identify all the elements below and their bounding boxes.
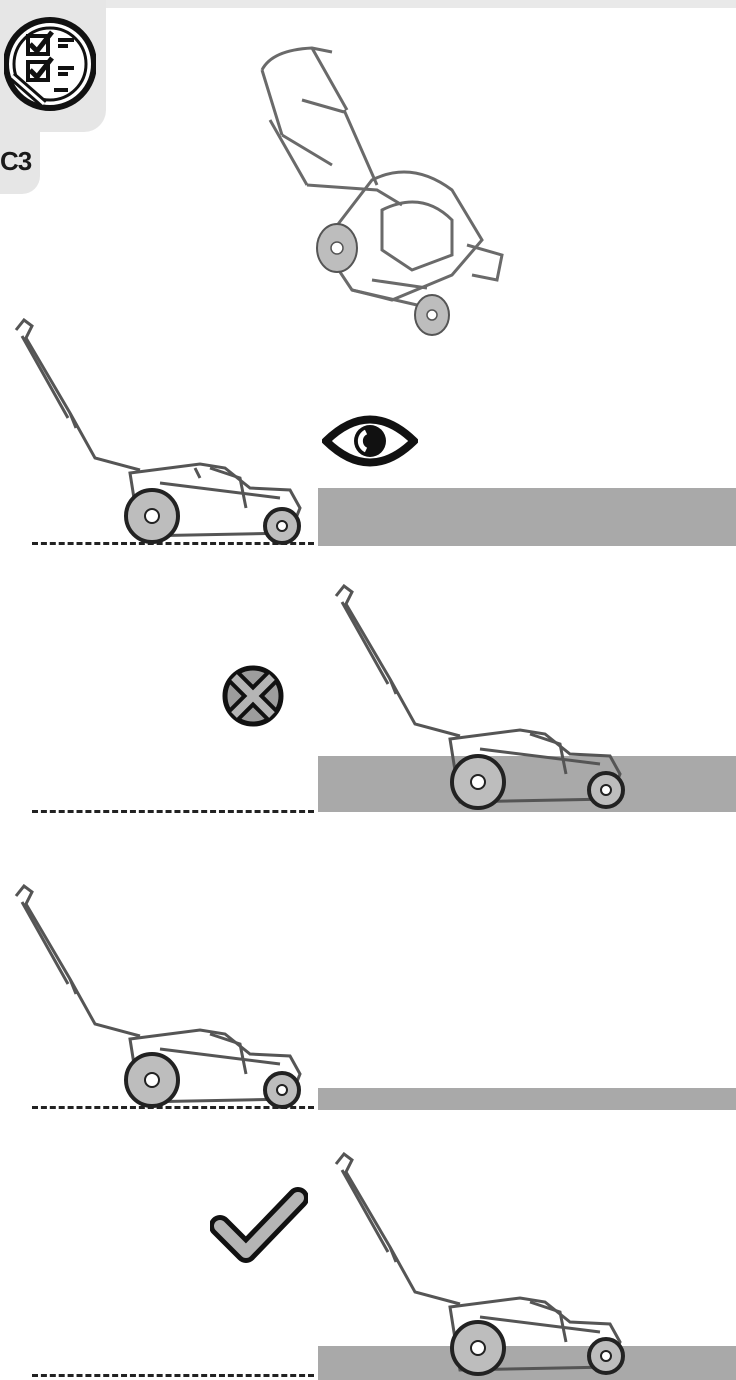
high-grass-1 [318, 488, 736, 546]
ground-line-2 [32, 810, 314, 813]
eye-icon [322, 412, 418, 470]
wrong-x-icon [220, 664, 286, 728]
ground-line-3 [32, 1106, 314, 1109]
correct-check-icon [210, 1186, 308, 1266]
mower-perspective-illustration [252, 40, 522, 340]
mower-side-illustration-1 [10, 318, 310, 550]
section-label: C3 [0, 146, 31, 177]
ground-line-1 [32, 542, 314, 545]
checklist-icon [4, 14, 96, 114]
low-grass [318, 1088, 736, 1110]
mower-side-illustration-2 [330, 584, 630, 816]
mower-side-illustration-3 [10, 884, 310, 1116]
mower-side-illustration-4 [330, 1152, 630, 1380]
section-label-tab: C3 [0, 132, 40, 194]
ground-line-4 [32, 1374, 314, 1377]
top-strip [0, 0, 736, 8]
section-tab [0, 0, 106, 132]
